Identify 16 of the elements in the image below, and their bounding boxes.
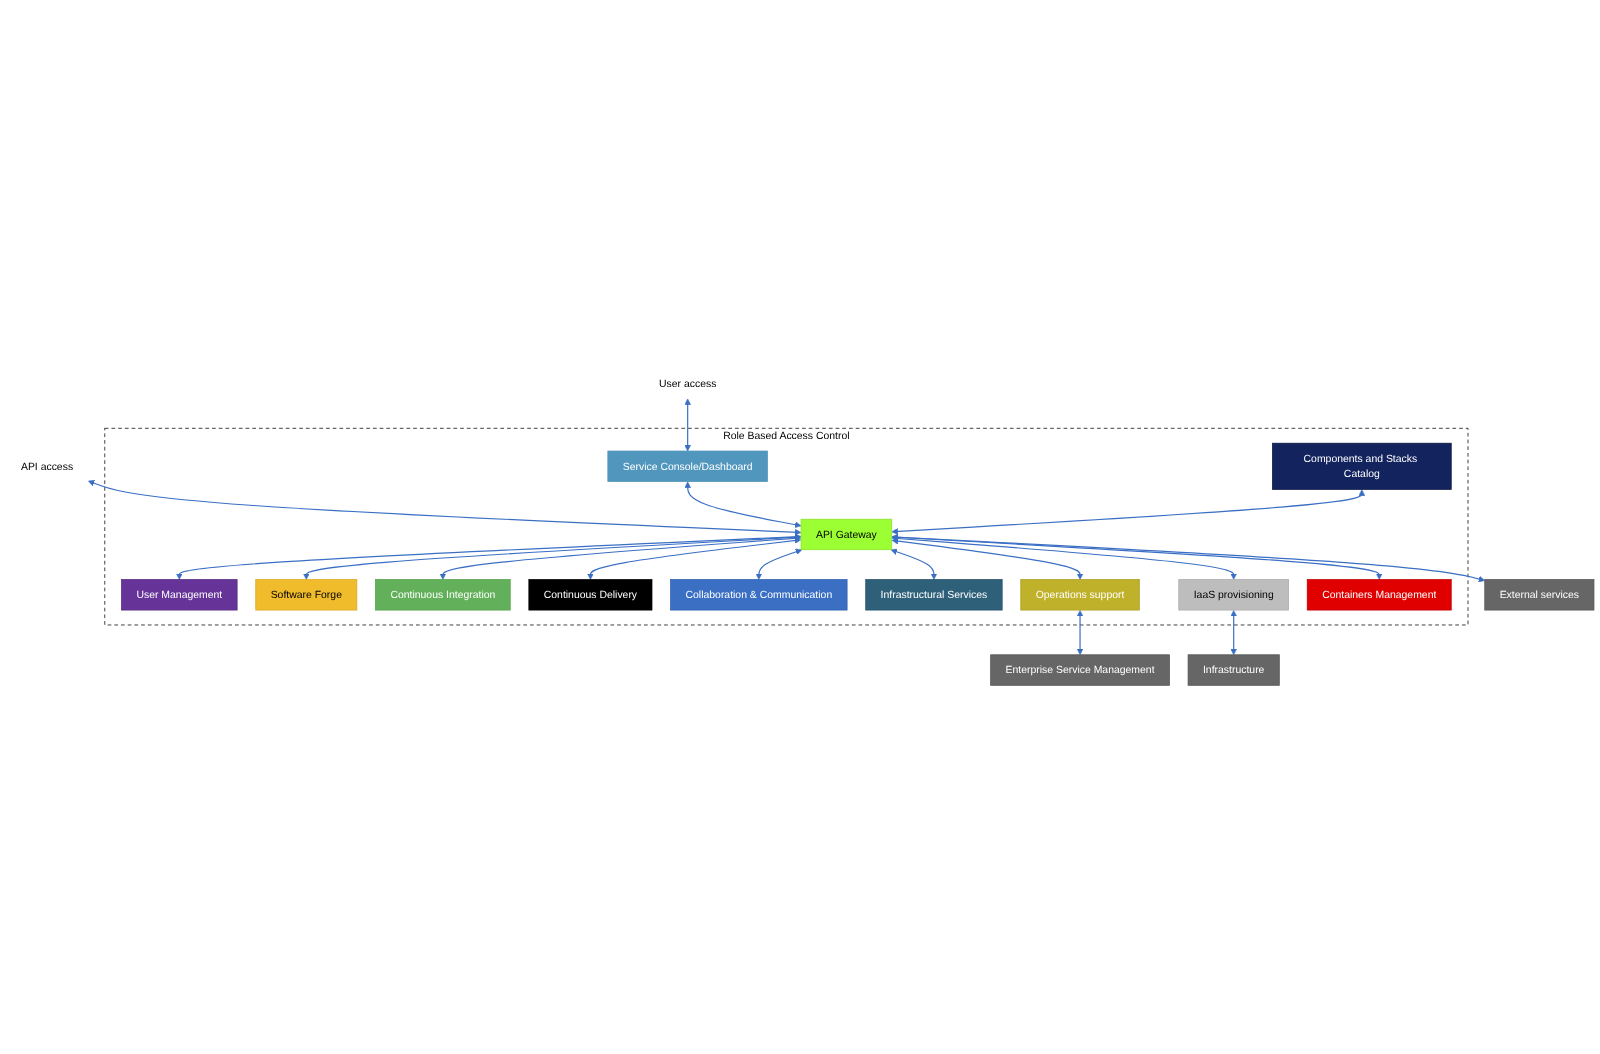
arrow (891, 538, 1084, 581)
arrow (1230, 610, 1237, 656)
arrow (587, 537, 802, 581)
arrow (684, 398, 691, 452)
arrow (891, 534, 1486, 583)
arrow (88, 480, 802, 536)
arrow (303, 534, 802, 581)
arrow (755, 549, 803, 581)
arrow (176, 533, 802, 581)
arrow (891, 534, 1383, 581)
arrow (891, 535, 1237, 581)
arrow (439, 535, 802, 581)
arrow (684, 481, 802, 529)
arrow (891, 489, 1366, 536)
arrow (890, 549, 938, 581)
arrow (1076, 610, 1084, 656)
